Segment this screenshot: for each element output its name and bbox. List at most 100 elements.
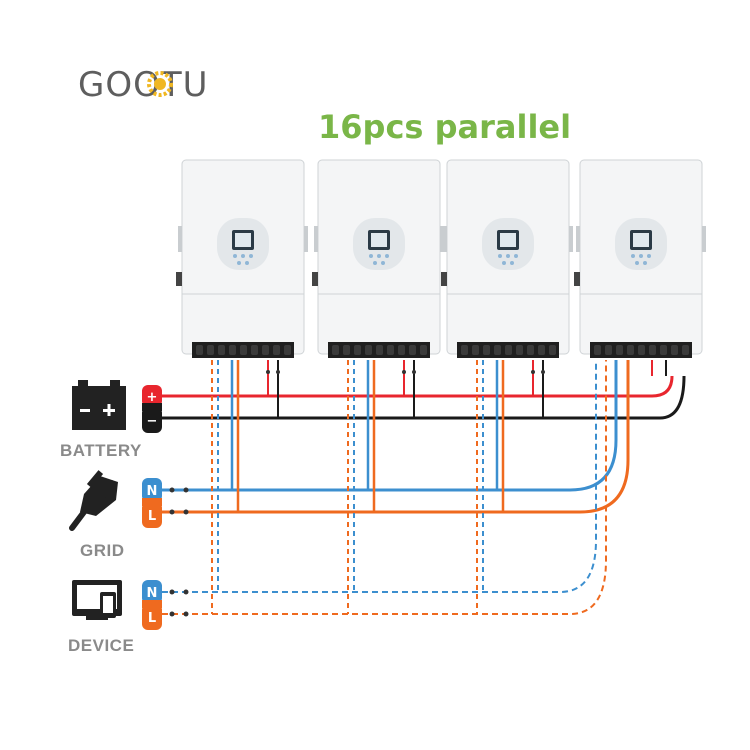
- grid-neutral-bus: [162, 360, 618, 492]
- connector-port: [387, 345, 394, 355]
- wires: [162, 360, 686, 617]
- button-icon: [647, 254, 651, 258]
- side-port: [312, 272, 318, 286]
- side-port: [176, 272, 182, 286]
- side-port: [441, 272, 447, 286]
- display-glass: [235, 233, 251, 247]
- inverter-3: [441, 159, 573, 358]
- connector-port: [627, 345, 634, 355]
- switch-dot: [183, 487, 189, 493]
- connector-port: [273, 345, 280, 355]
- button-icon: [241, 254, 245, 258]
- switch-dot: [183, 589, 189, 595]
- connector-port: [398, 345, 405, 355]
- device-terminal-badge: N L: [142, 580, 162, 630]
- grid-line-bus: [162, 360, 630, 514]
- button-icon: [381, 261, 385, 265]
- connector-port: [461, 345, 468, 355]
- connector-port: [365, 345, 372, 355]
- button-icon: [237, 261, 241, 265]
- button-icon: [369, 254, 373, 258]
- button-icon: [373, 261, 377, 265]
- switch-dot: [541, 370, 545, 374]
- battery-positive-bus: [162, 375, 674, 398]
- connector-port: [196, 345, 203, 355]
- connector-port: [671, 345, 678, 355]
- device-neutral-label: N: [147, 586, 158, 601]
- connector-port: [616, 345, 623, 355]
- device-icon: [72, 580, 122, 620]
- side-handle: [443, 226, 447, 252]
- connector-port: [332, 345, 339, 355]
- connector-port: [527, 345, 534, 355]
- button-icon: [385, 254, 389, 258]
- connector-port: [538, 345, 545, 355]
- switch-dot: [412, 370, 416, 374]
- button-icon: [377, 254, 381, 258]
- side-handle: [440, 226, 444, 252]
- connector-port: [549, 345, 556, 355]
- plug-icon: [69, 470, 118, 531]
- display-glass: [371, 233, 387, 247]
- sun-gear-icon: [147, 71, 173, 97]
- switch-dot: [183, 509, 189, 515]
- connector-port: [638, 345, 645, 355]
- switch-dot: [169, 509, 175, 515]
- side-handle: [569, 226, 573, 252]
- connector-port: [483, 345, 490, 355]
- button-icon: [245, 261, 249, 265]
- battery-terminal-badge: + −: [142, 385, 162, 433]
- connector-port: [251, 345, 258, 355]
- switch-dot: [531, 370, 535, 374]
- inverter-row: [176, 159, 706, 358]
- inverter-1: [176, 159, 308, 358]
- logo-text: GOOTU: [78, 65, 209, 105]
- button-icon: [514, 254, 518, 258]
- gootu-logo: GOOTU: [78, 65, 209, 105]
- device-label: DEVICE: [68, 636, 134, 655]
- inverter-4: [574, 159, 706, 358]
- connector-port: [594, 345, 601, 355]
- connector-port: [682, 345, 689, 355]
- connector-port: [218, 345, 225, 355]
- switch-dot: [169, 487, 175, 493]
- connector-port: [354, 345, 361, 355]
- side-port: [574, 272, 580, 286]
- battery-icon: [72, 380, 126, 430]
- button-icon: [249, 254, 253, 258]
- connector-port: [649, 345, 656, 355]
- device-line-label: L: [148, 611, 156, 626]
- connector-port: [284, 345, 291, 355]
- positive-terminal-label: +: [147, 390, 158, 405]
- grid-terminal-badge: N L: [142, 478, 162, 528]
- side-handle: [702, 226, 706, 252]
- switch-dot: [183, 611, 189, 617]
- switch-dot: [402, 370, 406, 374]
- switch-dot: [169, 611, 175, 617]
- grid-neutral-label: N: [147, 484, 158, 499]
- battery-negative-bus: [162, 375, 686, 420]
- inverter-2: [312, 159, 444, 358]
- button-icon: [631, 254, 635, 258]
- grid-label: GRID: [80, 541, 125, 560]
- button-icon: [643, 261, 647, 265]
- switch-dot: [276, 370, 280, 374]
- button-icon: [639, 254, 643, 258]
- connector-port: [472, 345, 479, 355]
- connector-port: [605, 345, 612, 355]
- side-handle: [576, 226, 580, 252]
- switch-dot: [266, 370, 270, 374]
- side-handle: [304, 226, 308, 252]
- display-glass: [633, 233, 649, 247]
- button-icon: [233, 254, 237, 258]
- negative-terminal-label: −: [147, 414, 158, 429]
- connector-port: [240, 345, 247, 355]
- button-icon: [506, 254, 510, 258]
- connector-port: [505, 345, 512, 355]
- connector-port: [343, 345, 350, 355]
- page-title: 16pcs parallel: [318, 108, 571, 146]
- switch-dot: [169, 589, 175, 595]
- connector-port: [409, 345, 416, 355]
- button-icon: [510, 261, 514, 265]
